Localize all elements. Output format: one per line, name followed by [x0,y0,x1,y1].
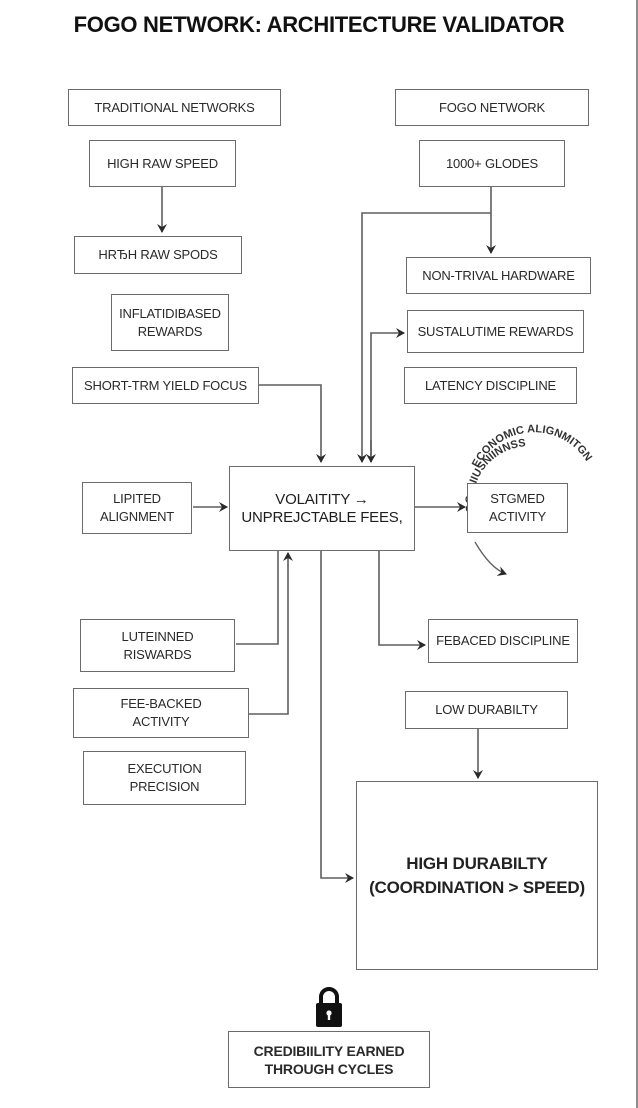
arrow-yield-to-hub [259,384,326,463]
node-inflation-based-rewards: INFLATIDIBASED REWARDS [111,294,229,351]
arrow-hub-to-durability [320,551,354,883]
node-fee-backed-activity: FEE-BACKED ACTIVITY [73,688,249,738]
node-volatility-hub: VOLAITITY → UNPREJCTABLE FEES, [229,466,415,551]
line-luteinned-to-hub [236,551,279,645]
header-traditional-networks: TRADITIONAL NETWORKS [68,89,281,126]
node-short-term-yield-focus: SHORT-TRM YIELD FOCUS [72,367,259,404]
arrow-hub-to-febaced [378,551,426,650]
node-febaced-discipline: FEBACED DISCIPLINE [428,619,578,663]
header-fogo-network: FOGO NETWORK [395,89,589,126]
node-latency-discipline: LATENCY DISCIPLINE [404,367,577,404]
right-border-line [636,0,638,1108]
arrow-feebacked-to-hub [249,552,293,715]
cycle-arrow [474,541,507,576]
node-non-trivial-hardware: NON-TRIVAL HARDWARE [406,257,591,294]
node-sustainable-rewards: SUSTALUTIME REWARDS [407,310,584,353]
node-limited-alignment: LIPITED ALIGNMENT [82,482,192,534]
node-high-raw-speed: HIGH RAW SPEED [89,140,236,187]
node-high-durability: HIGH DURABILTY (COORDINATION > SPEED) [356,781,598,970]
node-staged-activity: STGMED ACTIVITY [467,483,568,533]
diagram-title: FOGO NETWORK: ARCHITECTURE VALIDATOR [73,12,565,37]
node-high-raw-spods: HRЂH RAW SPODS [74,236,242,274]
node-1000-glodes: 1000+ GLODES [419,140,565,187]
lock-icon [316,987,342,1027]
node-low-durability: LOW DURABILTY [405,691,568,729]
node-luteinned-rewards: LUTEINNED RISWARDS [80,619,235,672]
arrow-glodes-to-hub [357,212,491,463]
arrow-hub-to-sustain-rewards [370,328,405,462]
node-credibility-earned: CREDIBIILITY EARNED THROUGH CYCLES [228,1031,430,1088]
node-execution-precision: EXECUTION PRECISION [83,751,246,805]
